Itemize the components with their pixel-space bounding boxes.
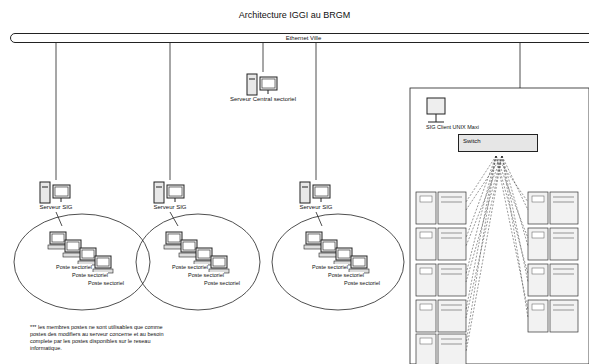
network-cable <box>466 156 502 282</box>
network-cable <box>502 156 528 318</box>
server-node: Serveur SIG <box>142 180 198 211</box>
network-cable <box>496 156 528 274</box>
network-cable <box>466 156 502 318</box>
network-cable <box>502 156 528 210</box>
rack-server <box>528 228 578 260</box>
network-link <box>263 43 264 72</box>
rack-server <box>416 192 466 224</box>
server-node: Serveur SIG <box>28 180 84 211</box>
server-node: Serveur Central sectoriel <box>228 72 298 103</box>
network-cable <box>466 156 496 238</box>
server-node: Serveur SIG <box>288 180 344 211</box>
network-cable <box>466 156 496 344</box>
rack-server <box>528 300 578 332</box>
bus-label: Ethernet Ville <box>11 34 589 42</box>
rack-server <box>416 228 466 260</box>
network-cable <box>496 156 528 202</box>
network-cable <box>496 156 528 238</box>
network-link <box>56 43 57 180</box>
network-link <box>316 43 317 180</box>
rack-server <box>416 334 466 364</box>
network-switch: Switch <box>458 134 538 152</box>
server-label: Serveur SIG <box>142 204 198 211</box>
workstation-label: Poste sectoriel <box>204 280 240 287</box>
diagram-title: Architecture IGGI au BRGM <box>0 10 589 20</box>
workstation-label: Poste sectoriel <box>188 272 224 279</box>
footnote: *** les membres postes ne sont utilisabl… <box>30 324 180 352</box>
client-label: SIG Client UNIX Maxi <box>426 124 479 131</box>
network-cable <box>466 156 496 310</box>
network-cable <box>502 156 528 282</box>
rack-server <box>528 264 578 296</box>
network-cable <box>466 156 496 274</box>
rack-server <box>528 192 578 224</box>
network-link <box>170 43 171 180</box>
workstation-label: Poste sectoriel <box>328 272 364 279</box>
switch-label: Switch <box>463 137 533 145</box>
network-cable <box>466 156 496 202</box>
server-icon <box>246 72 280 96</box>
server-icon <box>153 180 187 204</box>
server-label: Serveur SIG <box>28 204 84 211</box>
workstation-label: Poste sectoriel <box>172 264 208 271</box>
workstation-label: Poste sectoriel <box>312 264 348 271</box>
rack-server <box>416 264 466 296</box>
server-icon <box>39 180 73 204</box>
workstation-label: Poste sectoriel <box>88 280 124 287</box>
workstation-label: Poste sectoriel <box>56 264 92 271</box>
network-cable <box>466 156 502 352</box>
server-label: Serveur SIG <box>288 204 344 211</box>
ethernet-bus: Ethernet Ville <box>10 33 589 43</box>
server-icon <box>299 180 333 204</box>
server-label: Serveur Central sectoriel <box>228 96 298 103</box>
workstation-label: Poste sectoriel <box>72 272 108 279</box>
network-cable <box>466 156 502 210</box>
workstation-label: Poste sectoriel <box>344 280 380 287</box>
network-cable <box>502 156 528 246</box>
rack-server <box>416 300 466 332</box>
network-cable <box>496 156 528 310</box>
